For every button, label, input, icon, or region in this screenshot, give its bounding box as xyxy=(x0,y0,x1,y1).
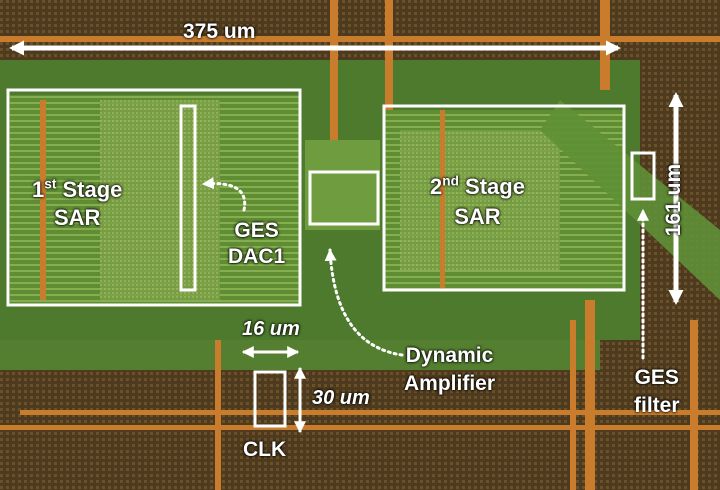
ges-filter-line1: GES xyxy=(634,366,679,389)
clk-width-label: 16 um xyxy=(242,318,300,340)
stage2-sar-label: 2nd Stage SAR xyxy=(430,172,525,232)
ges-dac1-line1: GES xyxy=(234,219,279,242)
dynamic-amplifier-label: Dynamic Amplifier xyxy=(404,342,495,398)
ges-filter-line2: filter xyxy=(634,394,680,417)
height-label: 161 um xyxy=(662,164,686,236)
ges-filter-outline xyxy=(630,151,656,201)
ges-filter-label: GES filter xyxy=(634,364,680,420)
stage1-line2: SAR xyxy=(53,205,101,230)
width-label: 375 um xyxy=(183,20,256,43)
stage1-sar-label: 1st Stage SAR xyxy=(32,176,122,232)
ges-dac1-label: GES DAC1 xyxy=(228,218,285,270)
dynamic-amplifier-line2: Amplifier xyxy=(404,372,496,395)
height-label-text: 161 um xyxy=(662,163,685,237)
stage2-sar-outline xyxy=(382,104,626,292)
annotation-overlay xyxy=(6,40,684,434)
stage2-line1: 2nd Stage xyxy=(430,173,525,199)
ges-dac1-line2: DAC1 xyxy=(228,245,286,268)
stage1-sar-outline xyxy=(6,88,302,307)
dynamic-amplifier-outline xyxy=(308,170,380,226)
dynamic-amplifier-pointer xyxy=(324,248,404,357)
stage1-line1: 1st Stage xyxy=(32,176,123,202)
ges-dac1-pointer xyxy=(201,177,247,212)
dynamic-amplifier-line1: Dynamic xyxy=(405,344,494,367)
clk-label: CLK xyxy=(243,438,287,461)
stage2-line2: SAR xyxy=(454,204,501,229)
clk-outline xyxy=(253,370,287,428)
clk-height-label: 30 um xyxy=(312,387,370,409)
ges-dac1-outline xyxy=(179,104,197,292)
